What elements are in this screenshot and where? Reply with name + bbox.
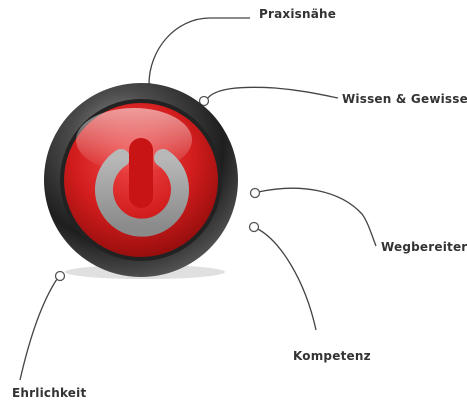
connector-praxisnaehe	[148, 17, 250, 85]
label-praxisnaehe: Praxisnähe	[259, 7, 337, 21]
label-ehrlichkeit: Ehrlichkeit	[12, 386, 87, 400]
dot-ehrlichkeit	[54, 270, 66, 282]
power-button[interactable]	[44, 83, 238, 279]
connector-ehrlichkeit	[19, 278, 58, 381]
dot-wegbereiter	[249, 187, 261, 199]
label-wissen-gewissen: Wissen & Gewissen	[342, 92, 467, 106]
label-kompetenz: Kompetenz	[293, 349, 371, 363]
connector-wissen	[206, 86, 339, 100]
dot-kompetenz	[248, 221, 260, 233]
dot-wissen	[198, 95, 210, 107]
connectors	[19, 17, 377, 381]
power-icon-arc	[95, 149, 189, 237]
connector-wegbereiter	[257, 187, 377, 247]
connector-kompetenz	[255, 227, 317, 331]
label-wegbereiter: Wegbereiter	[381, 240, 467, 254]
power-icon	[95, 138, 189, 237]
